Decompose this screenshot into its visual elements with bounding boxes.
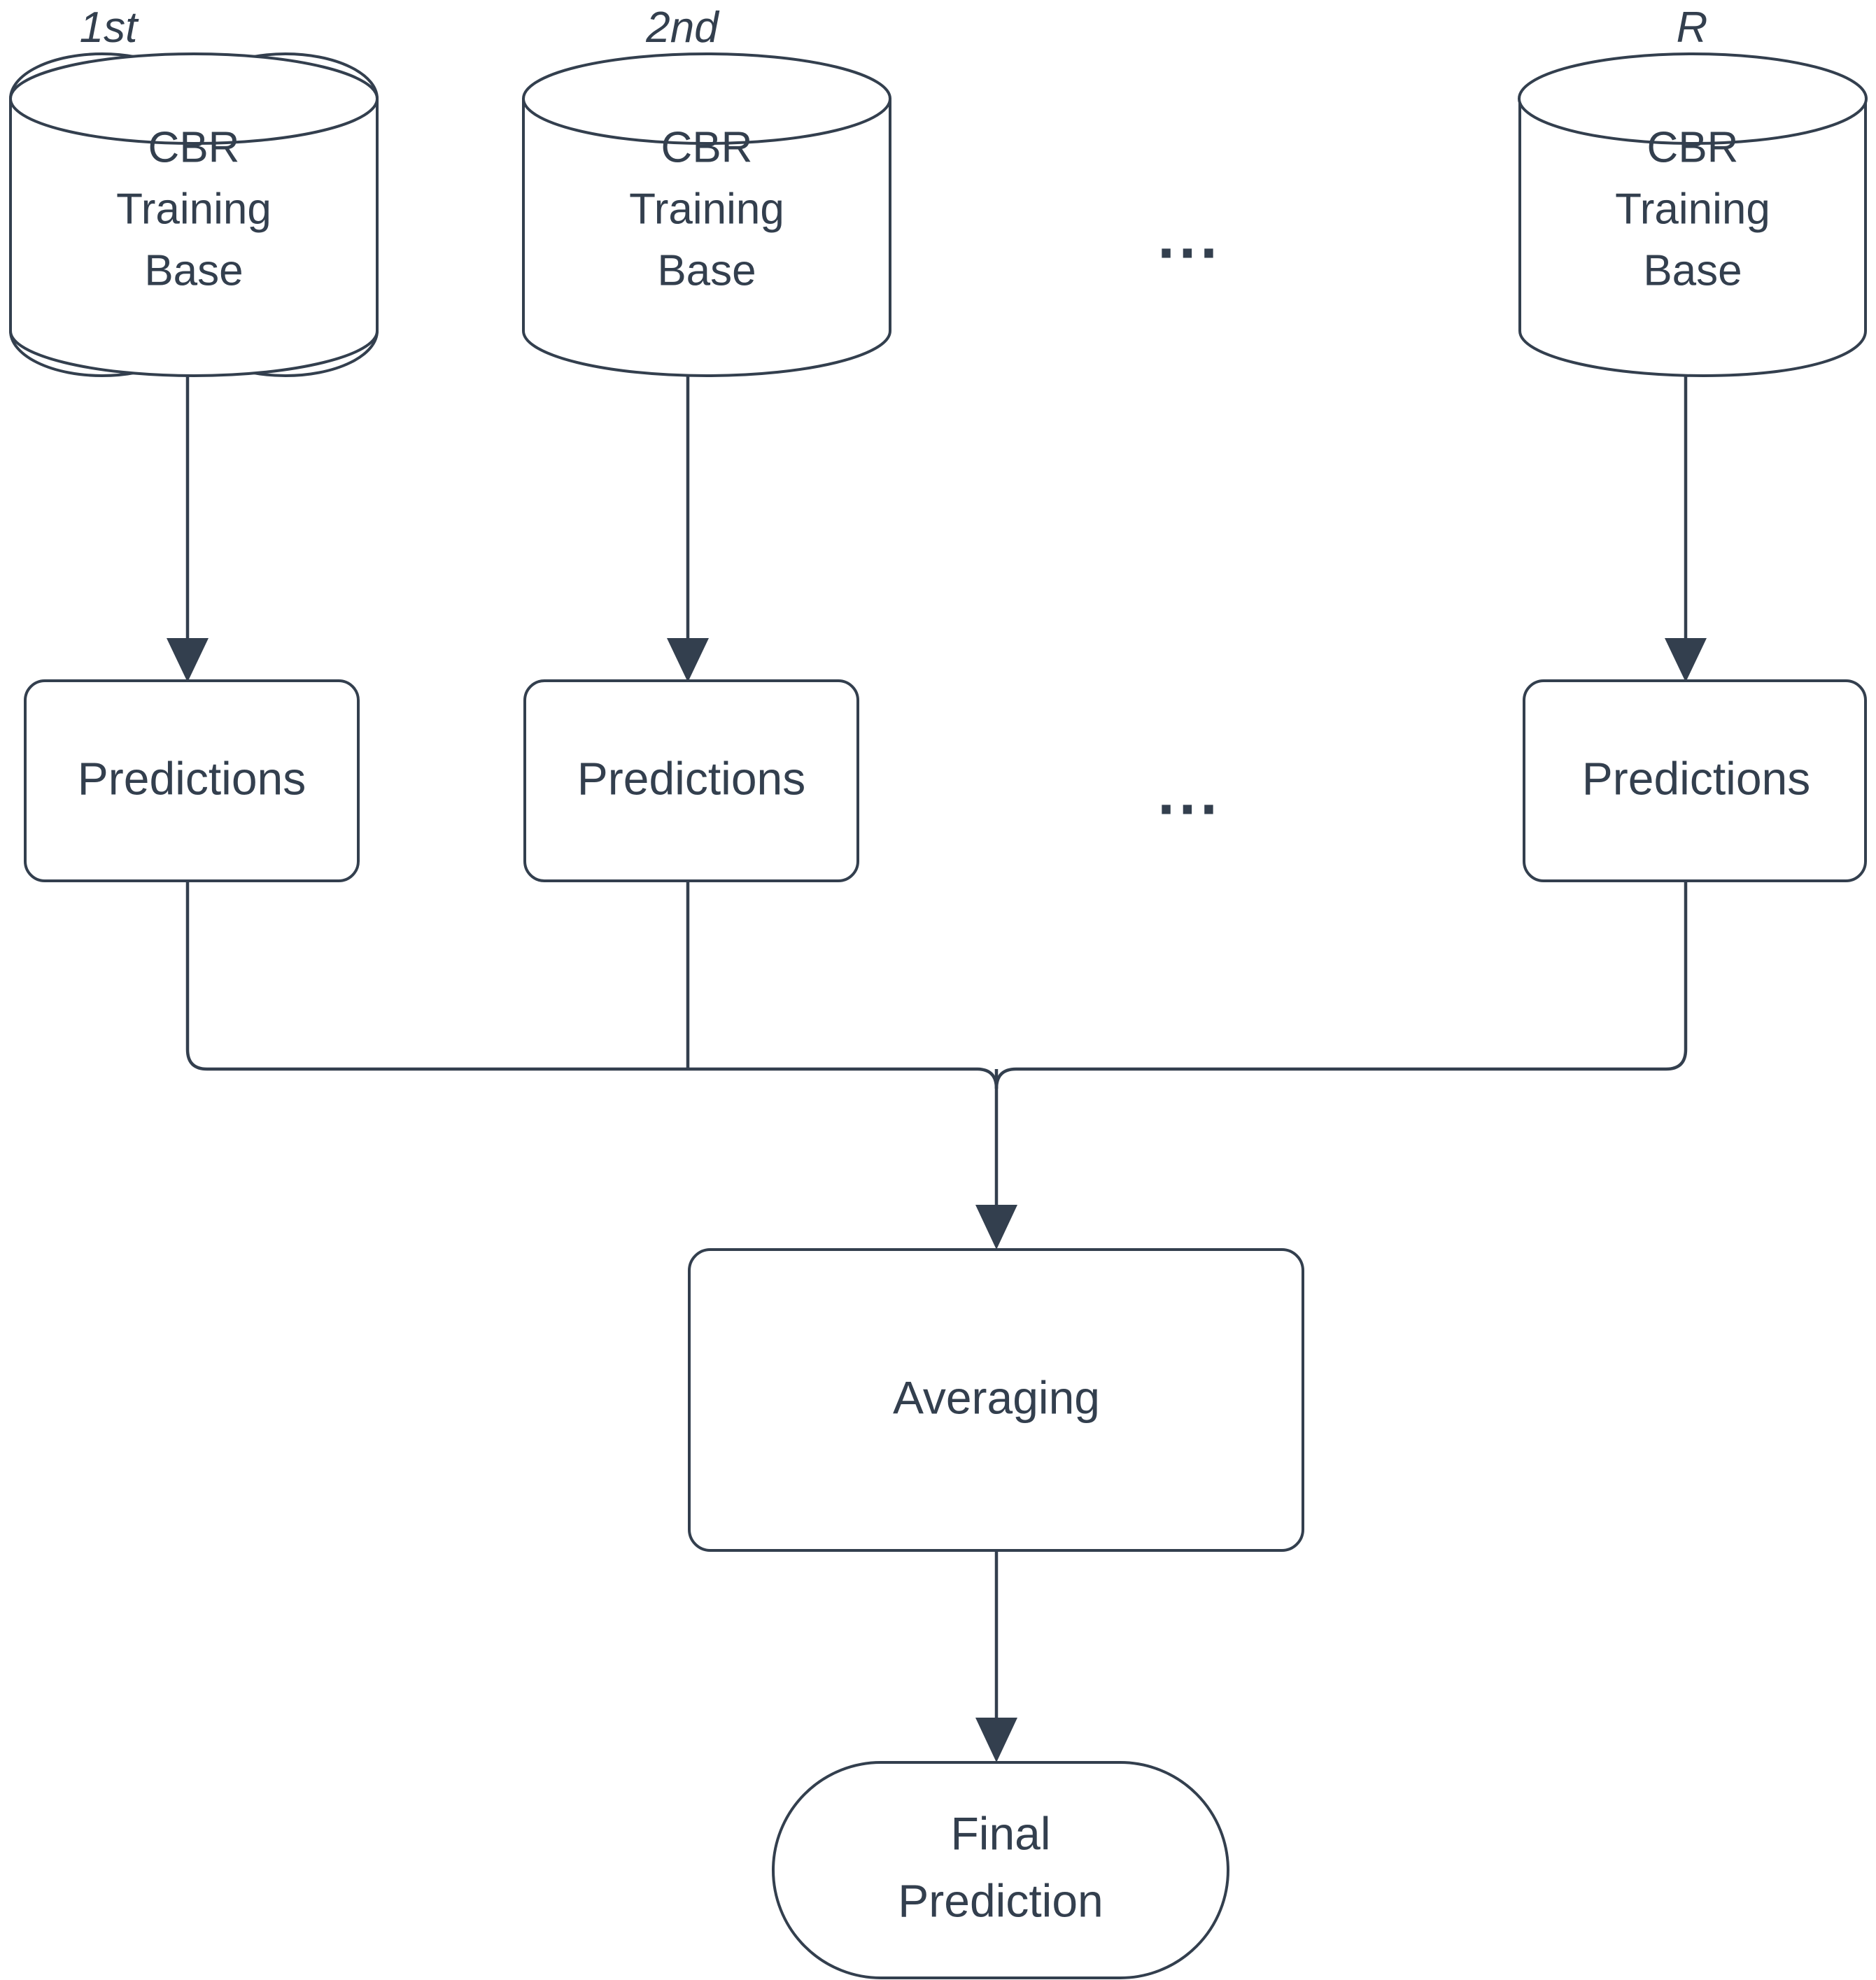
averaging-label: Averaging [893, 1371, 1100, 1423]
predictions-1-label: Predictions [78, 752, 306, 804]
cbr-training-base-cylinder-3[interactable]: CBR Training Base [1518, 52, 1868, 377]
edge-cylinder3-to-predictions3 [1665, 376, 1707, 682]
stage-label-2: 2nd [645, 3, 720, 52]
cylinder-3-label-line2: Training [1615, 185, 1770, 233]
predictions-box-3[interactable]: Predictions [1523, 679, 1867, 882]
edge-averaging-to-final [975, 1550, 1017, 1762]
final-prediction-label-line2: Prediction [898, 1874, 1103, 1926]
cylinder-1-label-line2: Training [116, 185, 271, 233]
stage-label-3: R [1677, 3, 1708, 52]
final-prediction-label-line1: Final [950, 1807, 1050, 1859]
averaging-box[interactable]: Averaging [688, 1248, 1304, 1552]
cylinder-1-label-line3: Base [144, 246, 243, 295]
merge-bus [185, 881, 1688, 1250]
column-3: R CBR Training Base Predictions [1518, 3, 1868, 882]
predictions-box-1[interactable]: Predictions [24, 679, 360, 882]
final-prediction-node[interactable]: Final Prediction [772, 1761, 1229, 1979]
cbr-training-base-cylinder-2[interactable]: CBR Training Base [522, 52, 891, 377]
cylinder-3-label-line1: CBR [1647, 123, 1739, 171]
predictions-2-label: Predictions [577, 752, 806, 804]
column-2: 2nd CBR Training Base Predictions [522, 3, 891, 882]
cylinder-3-label-line3: Base [1643, 246, 1742, 295]
stage-label-1: 1st [80, 3, 139, 52]
predictions-box-2[interactable]: Predictions [523, 679, 859, 882]
cylinder-2-label-line3: Base [657, 246, 756, 295]
edge-cylinder1-to-predictions1 [167, 376, 209, 682]
cylinder-2-label-line1: CBR [661, 123, 753, 171]
predictions-3-label: Predictions [1582, 752, 1811, 804]
column-1: 1st CBR Training Base Predictions [9, 3, 379, 882]
edge-cylinder2-to-predictions2 [667, 376, 709, 682]
cylinder-1-label-line1: CBR [148, 123, 240, 171]
cylinder-2-label-line2: Training [629, 185, 784, 233]
cbr-training-base-cylinder-1[interactable]: CBR Training Base [9, 52, 379, 377]
ellipsis-sources: ... [1157, 201, 1221, 271]
ellipsis-predictions: ... [1157, 758, 1221, 827]
